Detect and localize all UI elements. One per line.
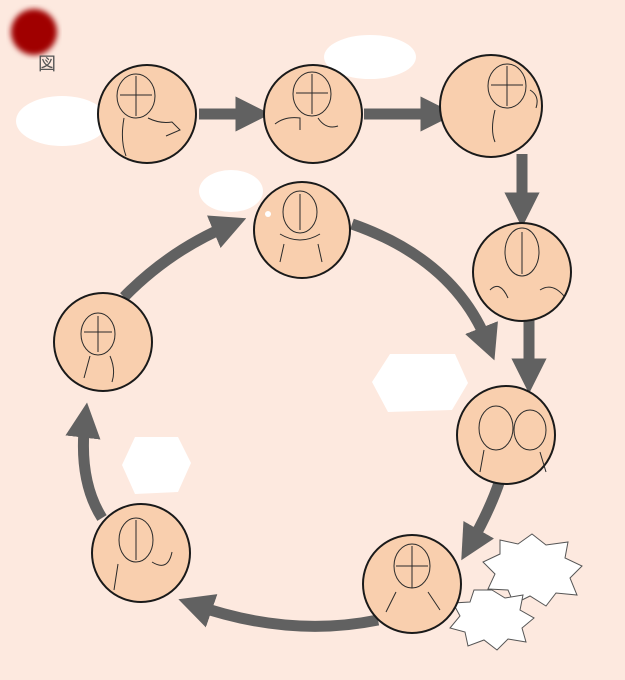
sketch-figure-icon [80, 312, 116, 383]
speech-bubble-icon [199, 170, 263, 212]
spiky-burst-icon [449, 589, 535, 651]
panel-4 [472, 222, 572, 322]
sketch-figure-icon [279, 190, 323, 263]
speech-bubble-icon [16, 96, 108, 146]
sketch-figure-icon [489, 227, 565, 299]
panel-2 [263, 64, 363, 164]
spiky-burst-icon [482, 533, 583, 607]
panel-6 [362, 534, 462, 634]
panel-top [253, 181, 351, 279]
flow-arrow-icon [461, 478, 506, 561]
flow-arrow-icon [350, 218, 498, 361]
panel-5 [456, 385, 556, 485]
speech-bubble-icon [324, 35, 416, 79]
flow-arrow-icon [178, 594, 380, 632]
sketch-figure-icon [385, 543, 441, 613]
panel-7 [91, 503, 191, 603]
sketch-figure-icon [487, 63, 538, 143]
sketch-figure-icon [113, 517, 173, 591]
panel-left [53, 292, 153, 392]
sketch-figure-icon [478, 405, 547, 473]
sketch-figure-icon [274, 71, 339, 130]
panel-1 [97, 64, 197, 164]
speech-bubble-icon [372, 354, 468, 412]
speech-bubble-icon [122, 437, 191, 494]
flow-arrow-icon [120, 215, 247, 301]
corner-glyph: 図 [38, 54, 56, 75]
sketch-figure-icon [116, 73, 181, 157]
panel-3 [439, 54, 543, 158]
red-dot-icon [11, 9, 57, 55]
flow-arrow-icon [65, 402, 107, 521]
